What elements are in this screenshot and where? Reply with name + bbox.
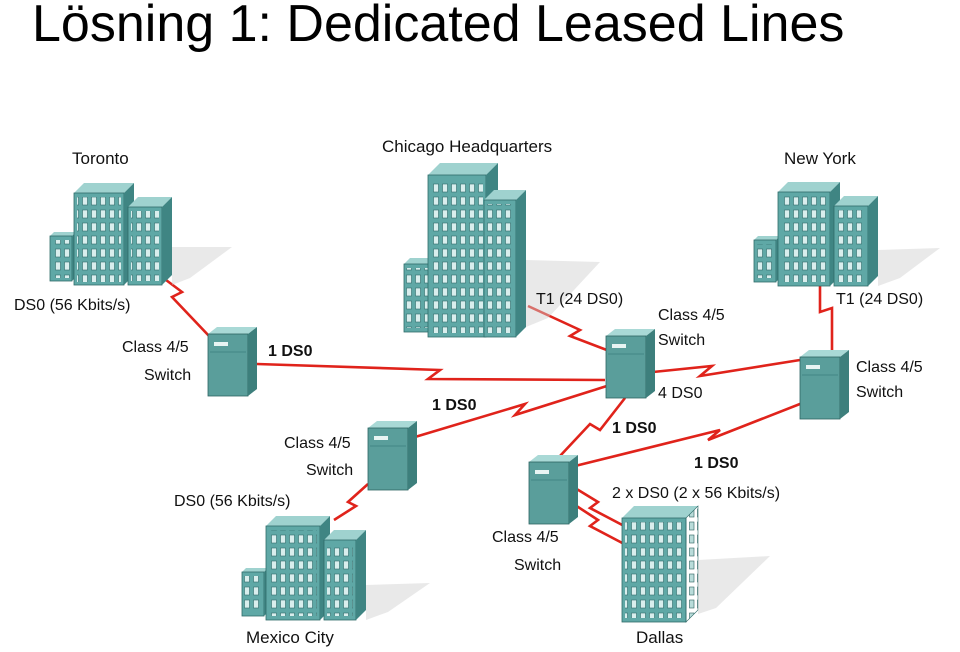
- toronto-access-label: DS0 (56 Kbits/s): [14, 297, 130, 314]
- dallas-switch-icon: [528, 455, 578, 525]
- toronto-trunk-label: 1 DS0: [268, 343, 313, 360]
- new-york-label: New York: [784, 149, 856, 168]
- link-mexico-chicago: [414, 383, 611, 439]
- link-dallas-access-2: [574, 503, 629, 548]
- mexico-trunk-label: 1 DS0: [432, 397, 477, 414]
- mexico-city-building-icon: [241, 516, 430, 621]
- mexico-city-switch-icon: [367, 421, 417, 491]
- dallas-building-icon: [621, 505, 770, 623]
- dallas-newyork-label: 1 DS0: [694, 455, 739, 472]
- chicago-building-icon: [403, 163, 600, 338]
- toronto-switch-icon: [207, 327, 257, 397]
- mexico-switch-type-label: Switch: [306, 462, 353, 479]
- new-york-building-icon: [753, 182, 940, 287]
- toronto-building-icon: [49, 183, 232, 286]
- link-dallas-newyork: [574, 400, 806, 468]
- newyork-switch-type-label: Switch: [856, 384, 903, 401]
- wan-links: [149, 266, 834, 548]
- link-toronto-chicago: [256, 362, 606, 382]
- dallas-label: Dallas: [636, 628, 683, 647]
- toronto-switch-class-label: Class 4/5: [122, 339, 189, 356]
- dallas-access-label: 2 x DS0 (2 x 56 Kbits/s): [612, 485, 780, 502]
- mexico-city-label: Mexico City: [246, 628, 334, 647]
- link-mexico-access: [333, 483, 369, 522]
- new-york-switch-icon: [799, 350, 849, 420]
- toronto-label: Toronto: [72, 149, 129, 168]
- link-chicago-t1: [527, 304, 613, 354]
- chicago-switch-type-label: Switch: [658, 332, 705, 349]
- dallas-chicago-label: 1 DS0: [612, 420, 657, 437]
- link-chicago-newyork: [652, 358, 801, 379]
- link-newyork-t1: [818, 286, 834, 352]
- chicago-newyork-label: 4 DS0: [658, 385, 703, 402]
- link-dallas-access-1: [574, 486, 629, 530]
- chicago-switch-class-label: Class 4/5: [658, 307, 725, 324]
- dallas-switch-class-label: Class 4/5: [492, 529, 559, 546]
- newyork-switch-class-label: Class 4/5: [856, 359, 923, 376]
- link-dallas-chicago: [559, 397, 627, 457]
- mexico-switch-class-label: Class 4/5: [284, 435, 351, 452]
- chicago-label: Chicago Headquarters: [382, 137, 552, 156]
- chicago-switch-icon: [605, 329, 655, 399]
- mexico-access-label: DS0 (56 Kbits/s): [174, 493, 290, 510]
- toronto-switch-type-label: Switch: [144, 367, 191, 384]
- chicago-t1-label: T1 (24 DS0): [536, 291, 623, 308]
- slide-title: Lösning 1: Dedicated Leased Lines: [32, 0, 845, 53]
- newyork-t1-label: T1 (24 DS0): [836, 291, 923, 308]
- dallas-switch-type-label: Switch: [514, 557, 561, 574]
